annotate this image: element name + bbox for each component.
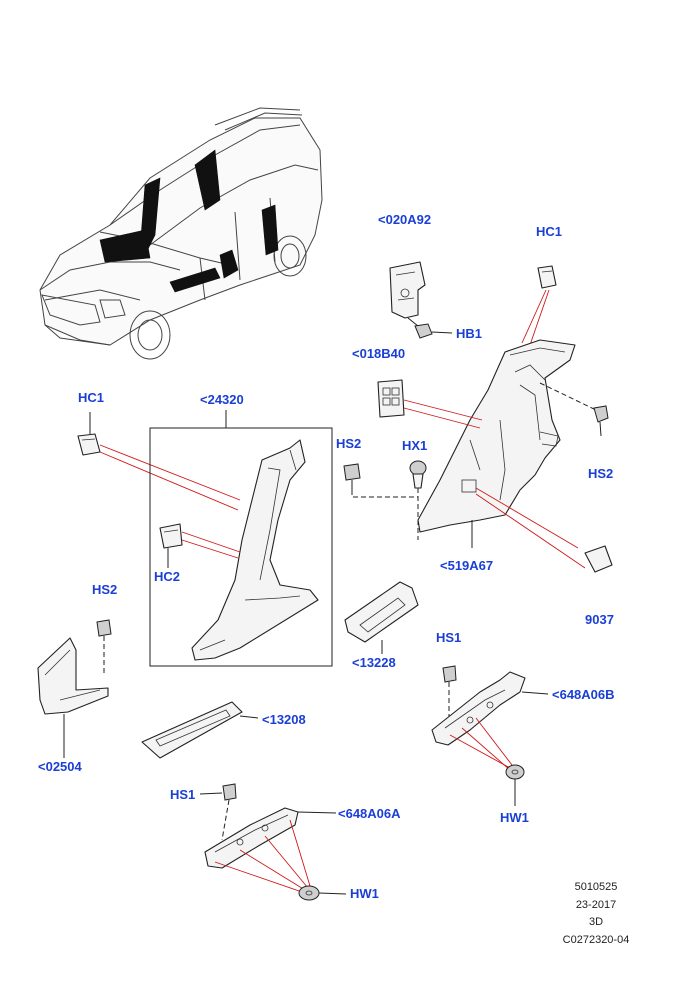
screw-hs2-left	[96, 619, 112, 675]
callout-13208: <13208	[262, 712, 306, 727]
component-018b40	[377, 379, 483, 429]
illustration-date: 23-2017	[576, 899, 616, 911]
sill-plate-13228	[344, 581, 419, 654]
group-frame-24320	[149, 427, 333, 667]
clip-hc1-left	[77, 412, 241, 511]
callout-02504: <02504	[38, 759, 83, 774]
callout-hw1-left: HW1	[350, 886, 379, 901]
screw-hs2-mid	[343, 463, 418, 498]
vehicle-overview-illustration	[39, 107, 323, 360]
illustration-view: 3D	[589, 916, 603, 928]
callout-648a06b: <648A06B	[552, 687, 615, 702]
illustration-code: 5010525	[575, 881, 618, 893]
callout-020a92: <020A92	[378, 212, 431, 227]
callout-hw1-right: HW1	[500, 810, 529, 825]
bolt-hb1	[414, 323, 453, 339]
callout-13228: <13228	[352, 655, 396, 670]
callout-9037: 9037	[585, 612, 614, 627]
callout-018b40: <018B40	[352, 346, 405, 361]
washer-hw1-right	[505, 764, 525, 806]
callout-24320: <24320	[200, 392, 244, 407]
callout-hc1-left: HC1	[78, 390, 104, 405]
callout-hb1: HB1	[456, 326, 482, 341]
callout-hs1-left: HS1	[170, 787, 195, 802]
clip-hx1	[409, 460, 427, 540]
pillar-trim-24320	[191, 439, 319, 661]
callout-hs2-mid: HS2	[336, 436, 361, 451]
screw-hs1-right	[442, 665, 457, 718]
screw-hs1-left	[199, 783, 237, 841]
clip-hc1-right	[521, 265, 557, 346]
callout-hc2: HC2	[154, 569, 180, 584]
pillar-trim-519a67	[417, 339, 576, 533]
callout-519a67: <519A67	[440, 558, 493, 573]
illustration-ref: C0272320-04	[563, 934, 630, 946]
bracket-020a92	[389, 261, 426, 327]
bracket-648a06a	[204, 807, 337, 893]
callout-hx1: HX1	[402, 438, 427, 453]
cap-9037	[475, 487, 613, 573]
callout-hs1-right: HS1	[436, 630, 461, 645]
callout-648a06a: <648A06A	[338, 806, 401, 821]
callout-hc1-right: HC1	[536, 224, 562, 239]
callout-hs2-left: HS2	[92, 582, 117, 597]
component-hc2	[159, 523, 241, 568]
bracket-648a06b	[431, 671, 549, 771]
washer-hw1-left	[298, 885, 347, 901]
screw-hs2-right	[539, 382, 609, 437]
callout-hs2-right: HS2	[588, 466, 613, 481]
kick-panel-02504	[37, 637, 109, 758]
treadplate-13208	[141, 701, 259, 759]
